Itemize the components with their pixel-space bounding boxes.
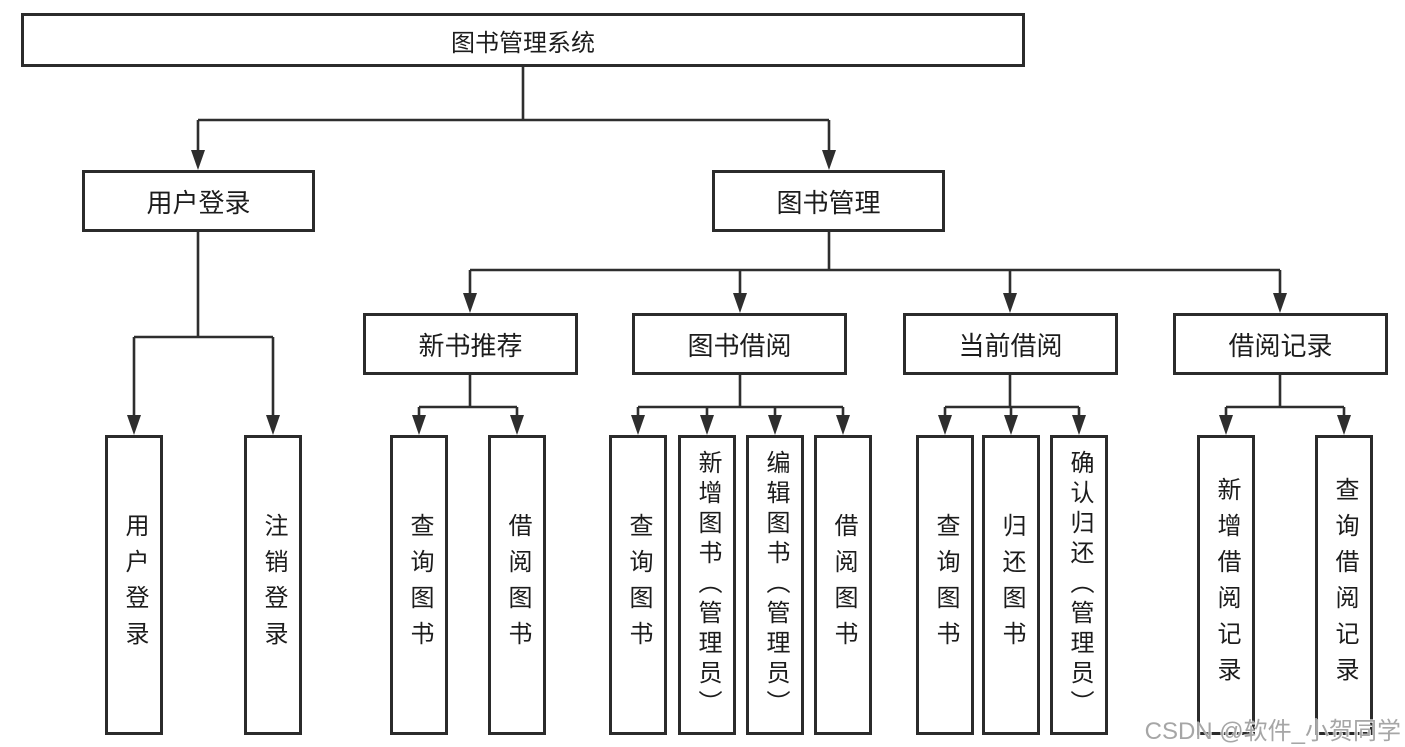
node-borrow-books-borrowing: 借阅图书 bbox=[814, 435, 872, 735]
node-label: 查询图书 bbox=[625, 513, 652, 657]
node-book-management: 图书管理 bbox=[712, 170, 945, 232]
node-label: 借阅记录 bbox=[1228, 330, 1333, 361]
node-borrow-books-recommend: 借阅图书 bbox=[488, 435, 546, 735]
node-return-book: 归还图书 bbox=[982, 435, 1040, 735]
node-label: 借阅图书 bbox=[830, 513, 857, 657]
node-label: 图书管理 bbox=[776, 187, 881, 218]
node-label: 查询图书 bbox=[406, 513, 433, 657]
node-user-login: 用户登录 bbox=[82, 170, 315, 232]
node-logout-action: 注销登录 bbox=[244, 435, 302, 735]
node-new-book-recommendation: 新书推荐 bbox=[363, 313, 578, 375]
node-add-borrow-record: 新增借阅记录 bbox=[1197, 435, 1255, 735]
node-label: 用户登录 bbox=[121, 513, 148, 657]
node-label: 用户登录 bbox=[146, 187, 251, 218]
node-book-borrowing: 图书借阅 bbox=[632, 313, 847, 375]
csdn-watermark: CSDN @软件_小贺同学 bbox=[1144, 718, 1401, 745]
node-add-book-admin: 新增图书（管理员） bbox=[678, 435, 736, 735]
node-query-books-current: 查询图书 bbox=[916, 435, 974, 735]
node-library-system: 图书管理系统 bbox=[21, 13, 1025, 67]
node-label: 图书借阅 bbox=[687, 330, 792, 361]
node-label: 编辑图书（管理员） bbox=[762, 450, 789, 720]
node-label: 当前借阅 bbox=[958, 330, 1063, 361]
node-label: 查询图书 bbox=[932, 513, 959, 657]
node-label: 归还图书 bbox=[998, 513, 1025, 657]
node-label: 新增借阅记录 bbox=[1213, 477, 1240, 693]
node-label: 注销登录 bbox=[260, 513, 287, 657]
node-query-borrow-record: 查询借阅记录 bbox=[1315, 435, 1373, 735]
node-label: 图书管理系统 bbox=[451, 29, 595, 57]
node-label: 新书推荐 bbox=[418, 330, 523, 361]
node-query-books-borrowing: 查询图书 bbox=[609, 435, 667, 735]
node-user-login-action: 用户登录 bbox=[105, 435, 163, 735]
node-label: 借阅图书 bbox=[504, 513, 531, 657]
node-query-books-recommend: 查询图书 bbox=[390, 435, 448, 735]
node-borrowing-records: 借阅记录 bbox=[1173, 313, 1388, 375]
node-label: 新增图书（管理员） bbox=[694, 450, 721, 720]
node-confirm-return-admin: 确认归还（管理员） bbox=[1050, 435, 1108, 735]
node-label: 查询借阅记录 bbox=[1331, 477, 1358, 693]
node-edit-book-admin: 编辑图书（管理员） bbox=[746, 435, 804, 735]
node-current-borrowing: 当前借阅 bbox=[903, 313, 1118, 375]
node-label: 确认归还（管理员） bbox=[1066, 450, 1093, 720]
